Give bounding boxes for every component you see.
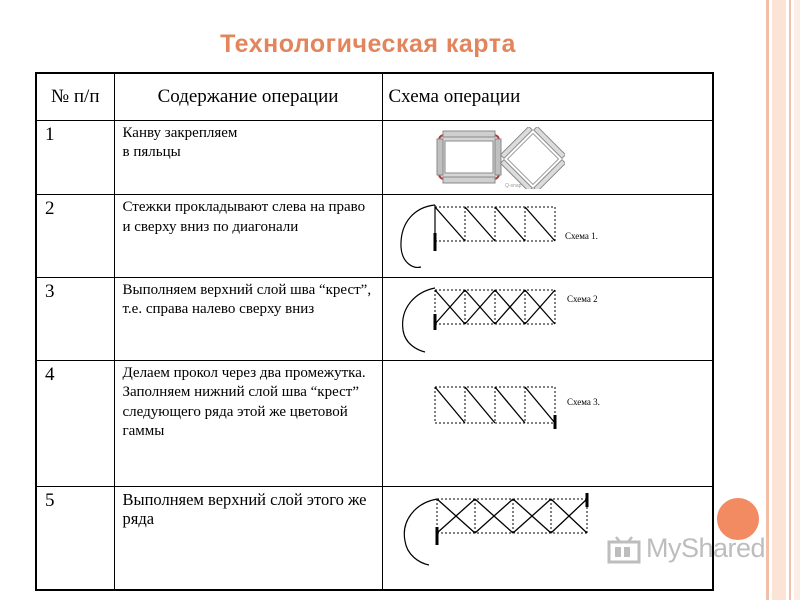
row-number: 2 [35,194,115,278]
watermark-text: MyShared [646,533,766,563]
row-text: Делаем прокол через два промежутка. Запо… [113,359,383,487]
row-scheme: Схема 2 [381,276,714,361]
row-text: Выполняем верхний слой этого же ряда [113,485,383,591]
row-text: Выполняем верхний слой шва “крест”, т.е.… [113,276,383,361]
table-row: 3 Выполняем верхний слой шва “крест”, т.… [35,276,714,361]
stitch-diagram: Схема 3. [434,386,600,429]
stitch-diagram: Схема 1. [399,204,598,269]
row-scheme: Схема 1. [381,194,714,278]
table-row: 2 Стежки прокладывают слева на право и с… [35,194,714,278]
table-header-row: № п/п Содержание операции Схема операции [35,72,714,121]
border-stripe [766,0,769,600]
embroidery-hoop-image: Q-snap [436,126,565,189]
row-number: 4 [35,359,115,487]
stitch-diagram: Схема 2 [401,287,598,353]
row-text-line: Канву закрепляем в пяльцы [122,124,238,161]
border-stripe [794,0,800,600]
row-scheme: Схема 3. [381,359,714,487]
row-scheme [381,485,714,591]
border-stripe [789,0,791,600]
slide-title: Технологическая карта [220,30,516,58]
table-row: 5 Выполняем верхний слой этого же ряда [35,485,714,591]
border-stripe [772,0,786,600]
header-scheme: Схема операции [381,72,714,121]
scheme-caption: Схема 1. [565,231,598,241]
stitch-diagram [403,492,588,566]
header-number: № п/п [35,72,115,121]
row-number: 1 [35,119,115,196]
row-text: Канву закрепляем в пяльцы [113,119,383,196]
technology-table: № п/п Содержание операции Схема операции… [35,72,714,591]
scheme-caption: Схема 3. [567,397,600,407]
watermark-logo-icon [607,536,641,564]
row-number: 5 [35,485,115,591]
header-content: Содержание операции [113,72,383,121]
table-row: 4 Делаем прокол через два промежутка. За… [35,359,714,487]
svg-text:Q-snap: Q-snap [505,183,522,189]
row-text: Стежки прокладывают слева на право и све… [113,194,383,278]
scheme-caption: Схема 2 [567,294,598,304]
decorative-circle [714,495,762,543]
row-number: 3 [35,276,115,361]
table-row: 1 Канву закрепляем в пяльцы [35,119,714,196]
row-scheme: Q-snap [381,119,714,196]
